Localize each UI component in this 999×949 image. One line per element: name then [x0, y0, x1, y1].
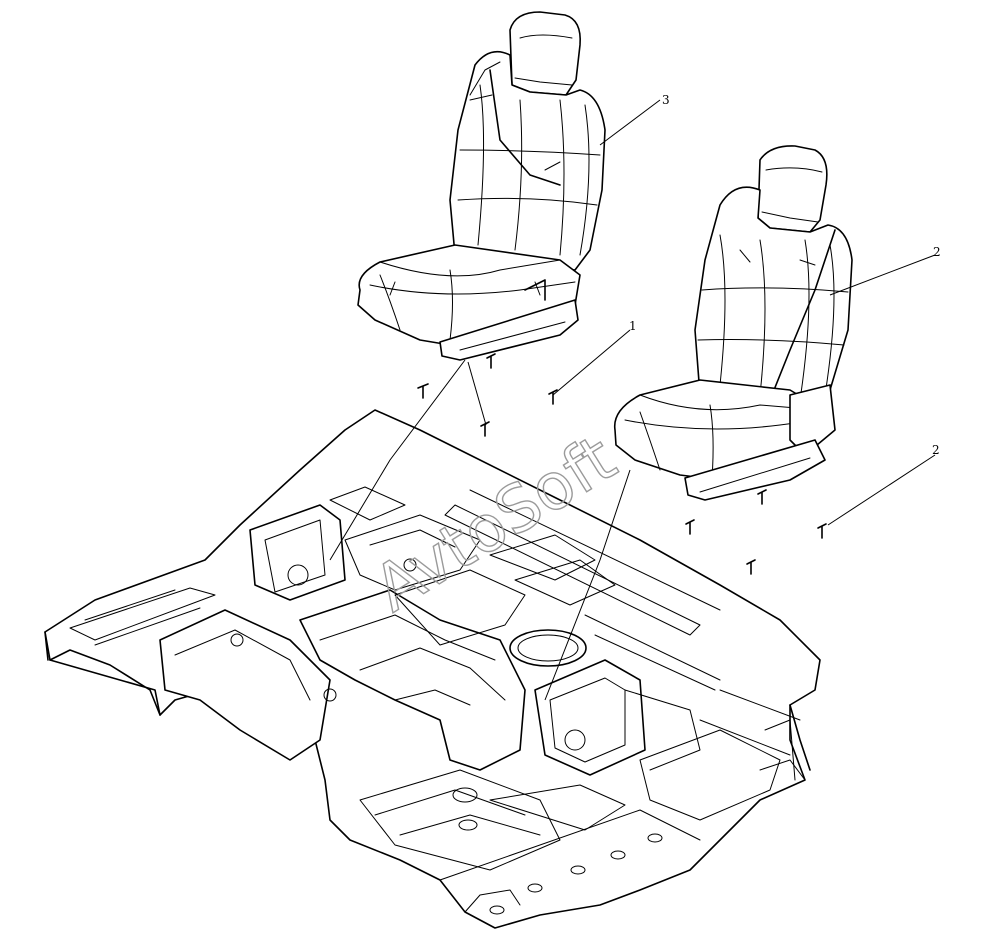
callout-bolts-left: 1 — [629, 319, 637, 333]
callouts: 3 2 1 2 — [629, 93, 941, 457]
seat-right — [613, 145, 853, 501]
floor-pan — [44, 409, 821, 929]
callout-seat-left: 3 — [662, 93, 670, 107]
leader-lines — [329, 99, 936, 701]
callout-seat-right: 2 — [933, 245, 941, 259]
callout-bolts-right: 2 — [932, 443, 940, 457]
fasteners — [417, 353, 827, 575]
seat-left — [357, 11, 606, 361]
